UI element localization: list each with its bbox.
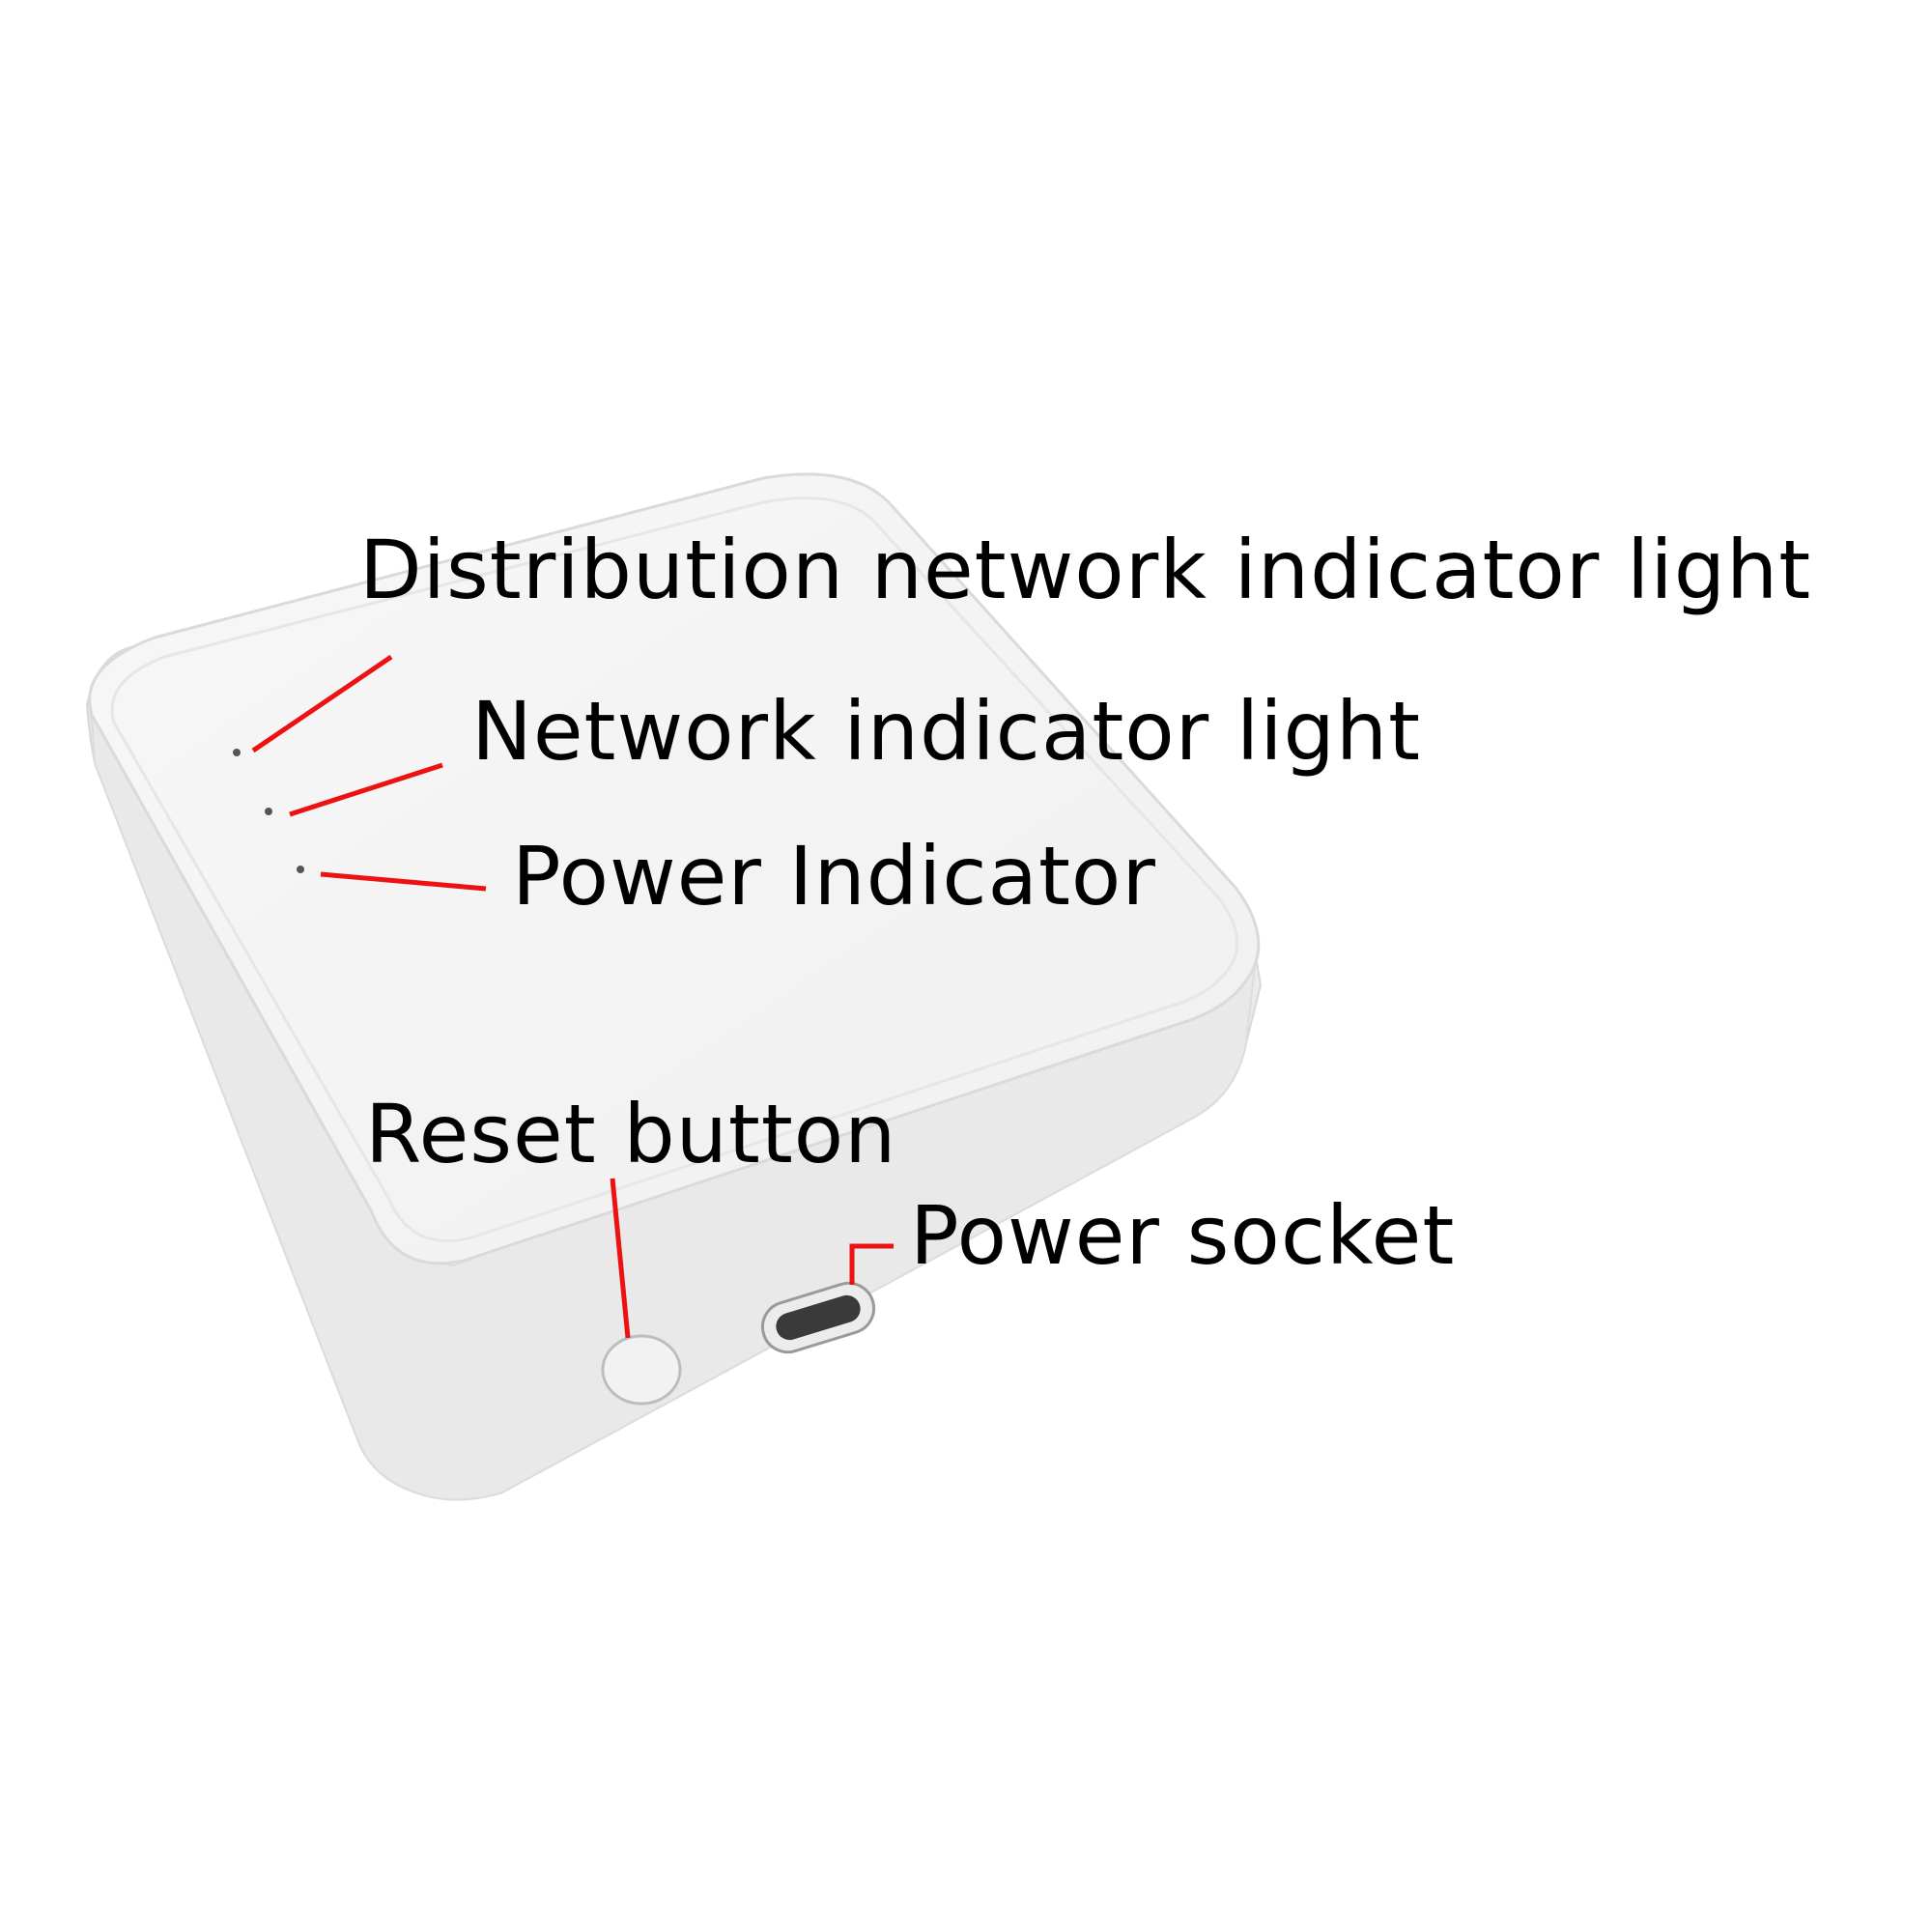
leader-power bbox=[320, 871, 487, 892]
usb-c-port-icon bbox=[760, 1281, 876, 1354]
label-distribution-network-indicator: Distribution network indicator light bbox=[359, 523, 1812, 617]
distribution-network-led bbox=[233, 749, 241, 756]
power-led bbox=[297, 866, 304, 873]
label-reset-button: Reset button bbox=[365, 1087, 897, 1181]
reset-button-icon bbox=[601, 1334, 682, 1406]
label-network-indicator: Network indicator light bbox=[471, 684, 1422, 779]
label-power-indicator: Power Indicator bbox=[512, 829, 1156, 923]
device-top-face bbox=[88, 472, 1261, 1265]
network-led bbox=[265, 808, 272, 815]
label-power-socket: Power socket bbox=[910, 1188, 1456, 1283]
device-top-rim bbox=[110, 497, 1239, 1242]
leader-network bbox=[289, 762, 443, 817]
leader-power-socket bbox=[849, 1243, 894, 1285]
leader-distribution-network bbox=[251, 654, 393, 753]
leader-reset bbox=[610, 1178, 631, 1339]
